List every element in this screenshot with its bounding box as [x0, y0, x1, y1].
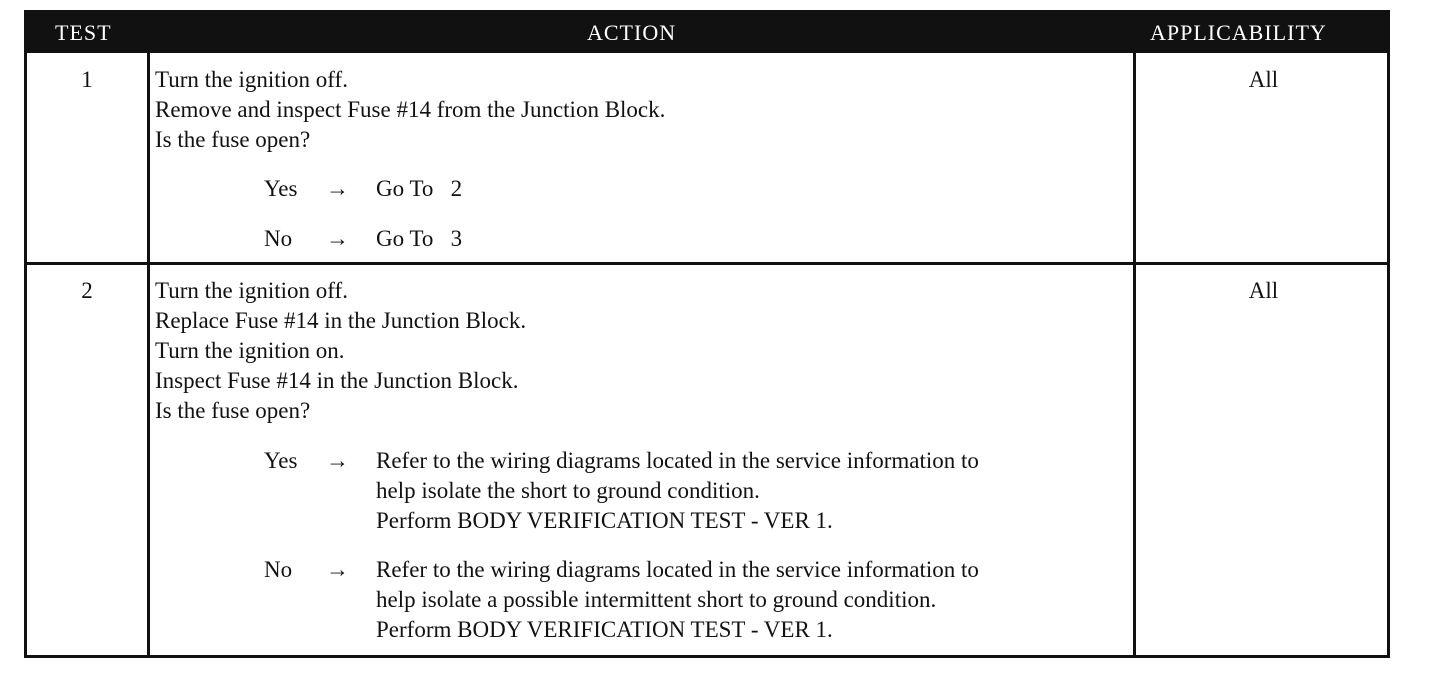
step-text: Turn the ignition off. — [155, 67, 348, 92]
response-action: Refer to the wiring diagrams located in … — [376, 555, 979, 645]
step-text: Replace Fuse #14 in the Junction Block. — [155, 308, 527, 333]
action-steps-2: Turn the ignition off. Replace Fuse #14 … — [155, 276, 1135, 426]
answer-label: Yes — [264, 448, 298, 473]
column-divider — [147, 13, 150, 655]
applicability-1: All — [1248, 67, 1279, 92]
response-action: Go To 2 — [376, 176, 463, 201]
answer-label: No — [264, 557, 293, 582]
response-action: Go To 3 — [376, 226, 463, 251]
answer-label: No — [264, 226, 293, 251]
header-applicability: APPLICABILITY — [1150, 20, 1327, 45]
header-test: TEST — [55, 20, 112, 45]
column-divider — [1133, 13, 1136, 655]
test-number-2: 2 — [81, 278, 93, 303]
row-divider — [27, 262, 1387, 265]
arrow-right-icon: → — [326, 448, 349, 473]
action-steps-1: Turn the ignition off. Remove and inspec… — [155, 65, 1135, 155]
response-line: Perform BODY VERIFICATION TEST - VER 1. — [376, 508, 833, 533]
step-text: Turn the ignition off. — [155, 278, 348, 303]
step-text: Is the fuse open? — [155, 127, 311, 152]
response-line: help isolate a possible intermittent sho… — [376, 587, 937, 612]
step-text: Remove and inspect Fuse #14 from the Jun… — [155, 97, 666, 122]
step-text: Inspect Fuse #14 in the Junction Block. — [155, 368, 519, 393]
response-line: help isolate the short to ground conditi… — [376, 478, 760, 503]
response-line: Perform BODY VERIFICATION TEST - VER 1. — [376, 617, 833, 642]
step-text: Is the fuse open? — [155, 398, 311, 423]
diagnostic-test-table: TEST ACTION APPLICABILITY 1 All Turn the… — [24, 10, 1390, 658]
test-number-1: 1 — [81, 67, 93, 92]
applicability-2: All — [1248, 278, 1279, 303]
arrow-right-icon: → — [326, 176, 349, 201]
response-line: Refer to the wiring diagrams located in … — [376, 448, 979, 473]
response-action: Refer to the wiring diagrams located in … — [376, 446, 979, 536]
answer-label: Yes — [264, 176, 298, 201]
header-action: ACTION — [587, 20, 677, 45]
step-text: Turn the ignition on. — [155, 338, 345, 363]
response-line: Refer to the wiring diagrams located in … — [376, 557, 979, 582]
arrow-right-icon: → — [326, 226, 349, 251]
table-header: TEST ACTION APPLICABILITY — [27, 13, 1387, 53]
arrow-right-icon: → — [326, 557, 349, 582]
